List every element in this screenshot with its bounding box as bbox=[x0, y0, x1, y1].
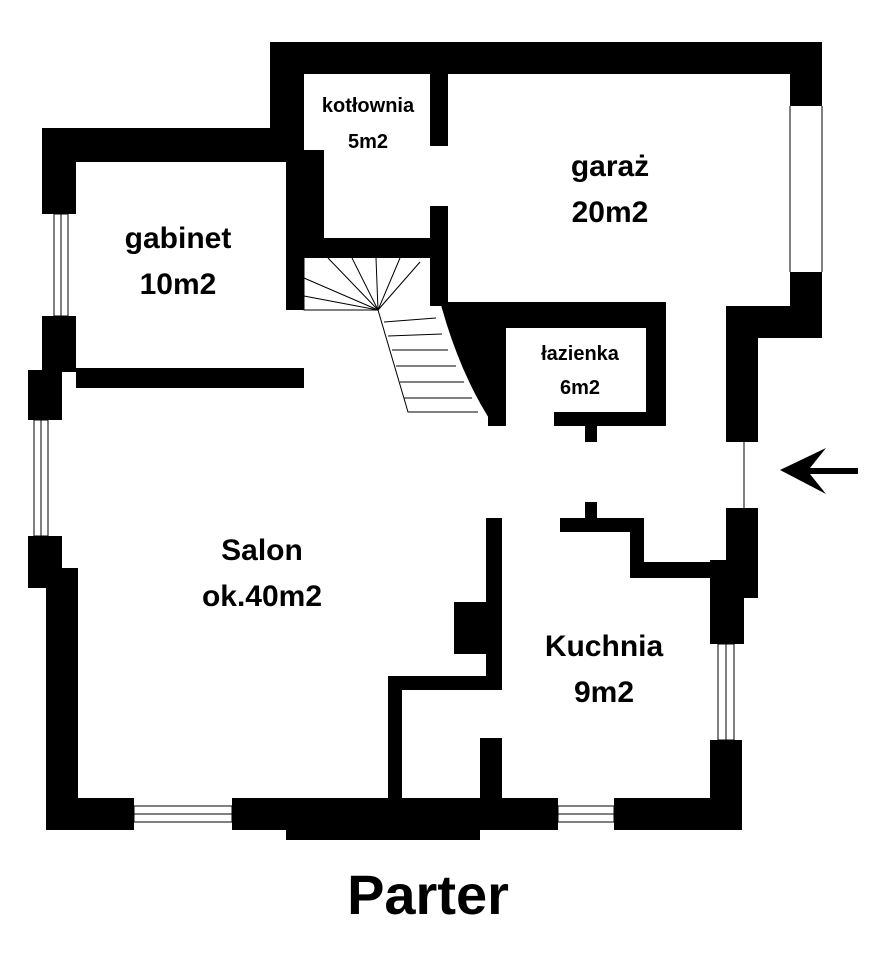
room-lazienka-name: łazienka bbox=[541, 343, 620, 365]
room-kotlownia-name: kotłownia bbox=[322, 95, 415, 117]
room-gabinet-name: gabinet bbox=[125, 222, 232, 255]
window-kuchnia-right bbox=[717, 643, 735, 741]
room-garaz-area: 20m2 bbox=[572, 196, 649, 229]
room-gabinet-area: 10m2 bbox=[140, 268, 217, 301]
window-salon-bottom bbox=[133, 805, 233, 823]
room-kuchnia-area: 9m2 bbox=[574, 676, 634, 709]
staircase bbox=[303, 257, 478, 413]
exterior-walls bbox=[28, 42, 822, 840]
window-salon-left bbox=[33, 419, 49, 537]
room-kotlownia-area: 5m2 bbox=[348, 131, 388, 153]
floor-title: Parter bbox=[347, 863, 509, 926]
window-kuchnia-bottom bbox=[557, 805, 615, 823]
room-lazienka-area: 6m2 bbox=[560, 377, 600, 399]
room-salon-area: ok.40m2 bbox=[202, 580, 322, 613]
interior-walls bbox=[76, 74, 730, 812]
entrance-arrow-icon bbox=[780, 448, 858, 494]
room-salon-name: Salon bbox=[221, 534, 303, 567]
garage-door bbox=[789, 106, 823, 272]
room-garaz-name: garaż bbox=[571, 150, 649, 183]
windows bbox=[33, 106, 823, 823]
window-gabinet-left bbox=[53, 213, 69, 317]
room-kuchnia-name: Kuchnia bbox=[545, 630, 664, 663]
